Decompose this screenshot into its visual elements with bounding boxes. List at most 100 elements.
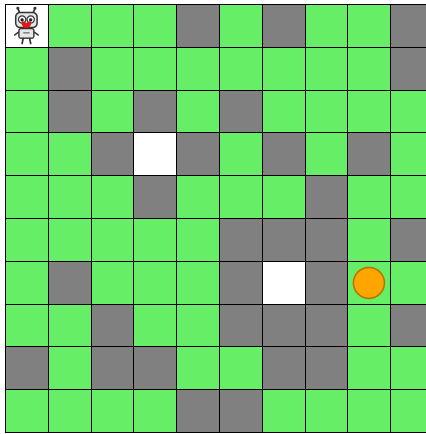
grass-cell [48,389,92,433]
grass-cell [305,47,349,91]
wall-cell [219,218,263,262]
grass-cell [347,389,391,433]
grass-cell [347,90,391,134]
grass-cell [5,132,49,176]
grass-cell [5,218,49,262]
grass-cell [48,304,92,348]
wall-cell [305,218,349,262]
grass-cell [219,175,263,219]
wall-cell [305,346,349,390]
wall-cell [219,304,263,348]
wall-cell [133,90,177,134]
grass-cell [91,4,135,48]
grass-cell [347,218,391,262]
wall-cell [262,346,306,390]
grass-cell [91,175,135,219]
grass-cell [305,4,349,48]
grass-cell [347,4,391,48]
grass-cell [133,218,177,262]
grass-cell [91,218,135,262]
grass-cell [48,132,92,176]
grass-cell [262,389,306,433]
grass-cell [91,261,135,305]
wall-cell [262,132,306,176]
grass-cell [219,346,263,390]
grass-cell [305,90,349,134]
grass-cell [176,304,220,348]
grass-cell [390,132,426,176]
grass-cell [48,218,92,262]
grass-cell [262,47,306,91]
grass-cell [262,175,306,219]
wall-cell [390,218,426,262]
wall-cell [219,261,263,305]
empty-cell [262,261,306,305]
grass-cell [91,90,135,134]
wall-cell [262,218,306,262]
grass-cell [5,304,49,348]
grass-cell [133,4,177,48]
wall-cell [176,132,220,176]
grass-cell [176,218,220,262]
grass-cell [176,47,220,91]
grid-world [5,4,426,434]
grass-cell [262,90,306,134]
wall-cell [48,90,92,134]
grass-cell [133,304,177,348]
grass-cell [305,132,349,176]
grass-cell [390,175,426,219]
robot-agent-icon [5,4,48,47]
grass-cell [176,261,220,305]
grass-cell [48,346,92,390]
wall-cell [347,132,391,176]
wall-cell [305,175,349,219]
wall-cell [219,389,263,433]
grass-cell [347,304,391,348]
grass-cell [390,346,426,390]
grass-cell [390,261,426,305]
grass-cell [347,346,391,390]
grass-cell [133,261,177,305]
grass-cell [133,389,177,433]
orange-ball-icon [347,261,390,304]
wall-cell [219,90,263,134]
grass-cell [91,47,135,91]
wall-cell [305,261,349,305]
grass-cell [390,90,426,134]
grass-cell [347,175,391,219]
grass-cell [133,47,177,91]
grass-cell [390,389,426,433]
grass-cell [176,175,220,219]
wall-cell [133,175,177,219]
grass-cell [219,132,263,176]
wall-cell [176,4,220,48]
grass-cell [176,90,220,134]
grass-cell [5,261,49,305]
grass-cell [5,90,49,134]
grass-cell [176,346,220,390]
wall-cell [5,346,49,390]
grass-cell [347,47,391,91]
grass-cell [219,47,263,91]
wall-cell [91,346,135,390]
wall-cell [176,389,220,433]
wall-cell [91,132,135,176]
wall-cell [390,47,426,91]
grass-cell [91,389,135,433]
wall-cell [390,304,426,348]
wall-cell [48,261,92,305]
grass-cell [48,175,92,219]
grass-cell [305,389,349,433]
wall-cell [133,346,177,390]
grass-cell [219,4,263,48]
wall-cell [390,4,426,48]
grass-cell [5,47,49,91]
wall-cell [48,47,92,91]
grass-cell [5,389,49,433]
grass-cell [5,175,49,219]
wall-cell [262,4,306,48]
grass-cell [48,4,92,48]
wall-cell [91,304,135,348]
empty-cell [133,132,177,176]
